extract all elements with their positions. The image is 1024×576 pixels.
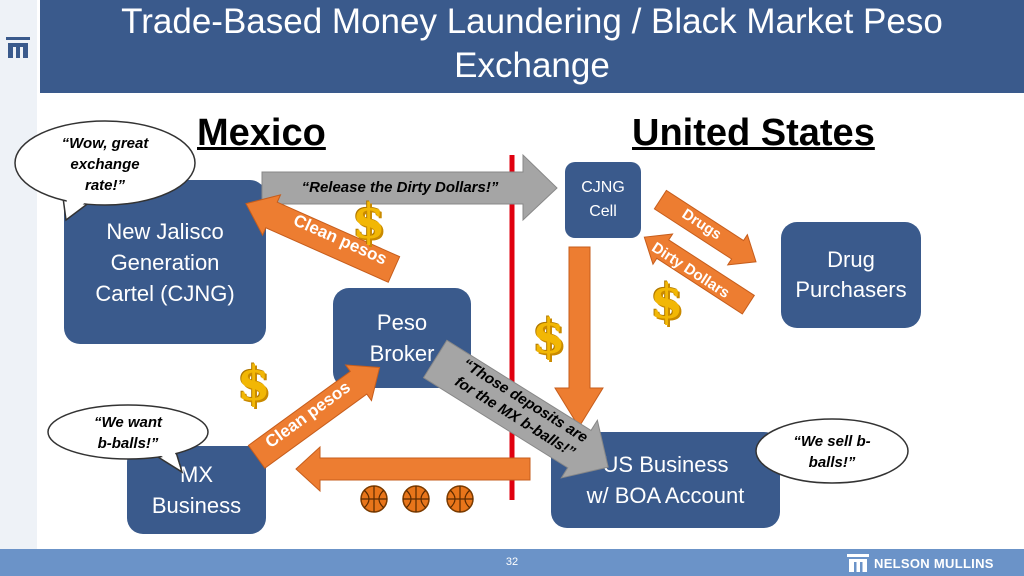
dollar-sign-icon-3: $ xyxy=(532,309,566,365)
mx-box-line1: MX xyxy=(180,462,213,487)
bubble-wow-line1: “Wow, great xyxy=(61,135,149,152)
footer-brand-text: NELSON MULLINS xyxy=(874,556,994,571)
bubble-want-line1: “We want xyxy=(93,414,163,431)
bubble-sell-line2: balls!” xyxy=(808,454,856,471)
release-arrow-label: “Release the Dirty Dollars!” xyxy=(301,179,499,196)
bubble-want xyxy=(47,404,209,474)
deposit-arrow xyxy=(422,339,609,479)
mx-business-box: MX Business xyxy=(127,446,266,534)
region-label-mexico: Mexico xyxy=(197,112,326,154)
slide-title-line2: Exchange xyxy=(454,46,610,85)
peso-box-line2: Broker xyxy=(369,341,435,366)
peso-box-line1: Peso xyxy=(376,310,428,335)
drug-purchasers-box: Drug Purchasers xyxy=(781,222,921,328)
cjng-cartel-box: New Jalisco Generation Cartel (CJNG) xyxy=(64,180,266,344)
drug-box-line1: Drug xyxy=(827,247,875,272)
bubble-sell xyxy=(755,418,909,484)
mx-box-line2: Business xyxy=(151,493,242,518)
basketball-icon-3 xyxy=(446,485,474,513)
page-number: 32 xyxy=(505,556,519,568)
dollar-sign-icon-4: $ xyxy=(650,274,684,330)
us-box-line1: US Business xyxy=(602,452,729,477)
bubble-wow-text: “Wow, great exchange rate!” xyxy=(35,133,175,196)
cjng-box-line3: Cartel (CJNG) xyxy=(95,280,235,306)
dollar-sign-icon-1: $ xyxy=(352,194,386,250)
bubble-sell-text: “We sell b- balls!” xyxy=(770,431,894,473)
bubble-want-line2: b-balls!” xyxy=(97,435,159,452)
drug-box-line2: Purchasers xyxy=(795,277,907,302)
drugs-arrow xyxy=(653,189,757,266)
footer-brand: NELSON MULLINS xyxy=(846,552,1016,574)
cell-box-line2: Cell xyxy=(589,203,617,220)
cjng-box-line2: Generation xyxy=(110,249,220,275)
us-to-mx-arrow xyxy=(295,445,531,493)
region-label-united-states: United States xyxy=(632,112,875,154)
slide-title: Trade-Based Money Laundering / Black Mar… xyxy=(40,0,1024,93)
basketball-icon-1 xyxy=(360,485,388,513)
dirty-dollars-arrow xyxy=(643,233,756,315)
bubble-want-text: “We want b-balls!” xyxy=(58,412,198,454)
release-arrow xyxy=(261,153,558,222)
cjng-box-line1: New Jalisco xyxy=(106,218,224,244)
nelson-mullins-footer-logo-icon xyxy=(847,554,869,572)
cjng-cell-box: CJNG Cell xyxy=(565,162,641,238)
cell-box-line1: CJNG xyxy=(581,179,625,196)
cell-to-us-arrow xyxy=(554,246,604,428)
bubble-wow xyxy=(14,120,196,222)
slide-title-line1: Trade-Based Money Laundering / Black Mar… xyxy=(121,2,943,41)
bubble-wow-line3: rate!” xyxy=(84,177,125,194)
left-sidebar xyxy=(0,0,37,550)
dollar-sign-icon-2: $ xyxy=(237,356,271,412)
clean-pesos-arrow-bottom xyxy=(247,364,381,469)
bubble-sell-line1: “We sell b- xyxy=(793,433,871,450)
nelson-mullins-logo-icon xyxy=(6,37,30,58)
bubble-wow-line2: exchange xyxy=(70,156,140,173)
basketball-icon-2 xyxy=(402,485,430,513)
us-box-line2: w/ BOA Account xyxy=(586,483,745,508)
clean-pesos-arrow-top xyxy=(245,194,401,283)
